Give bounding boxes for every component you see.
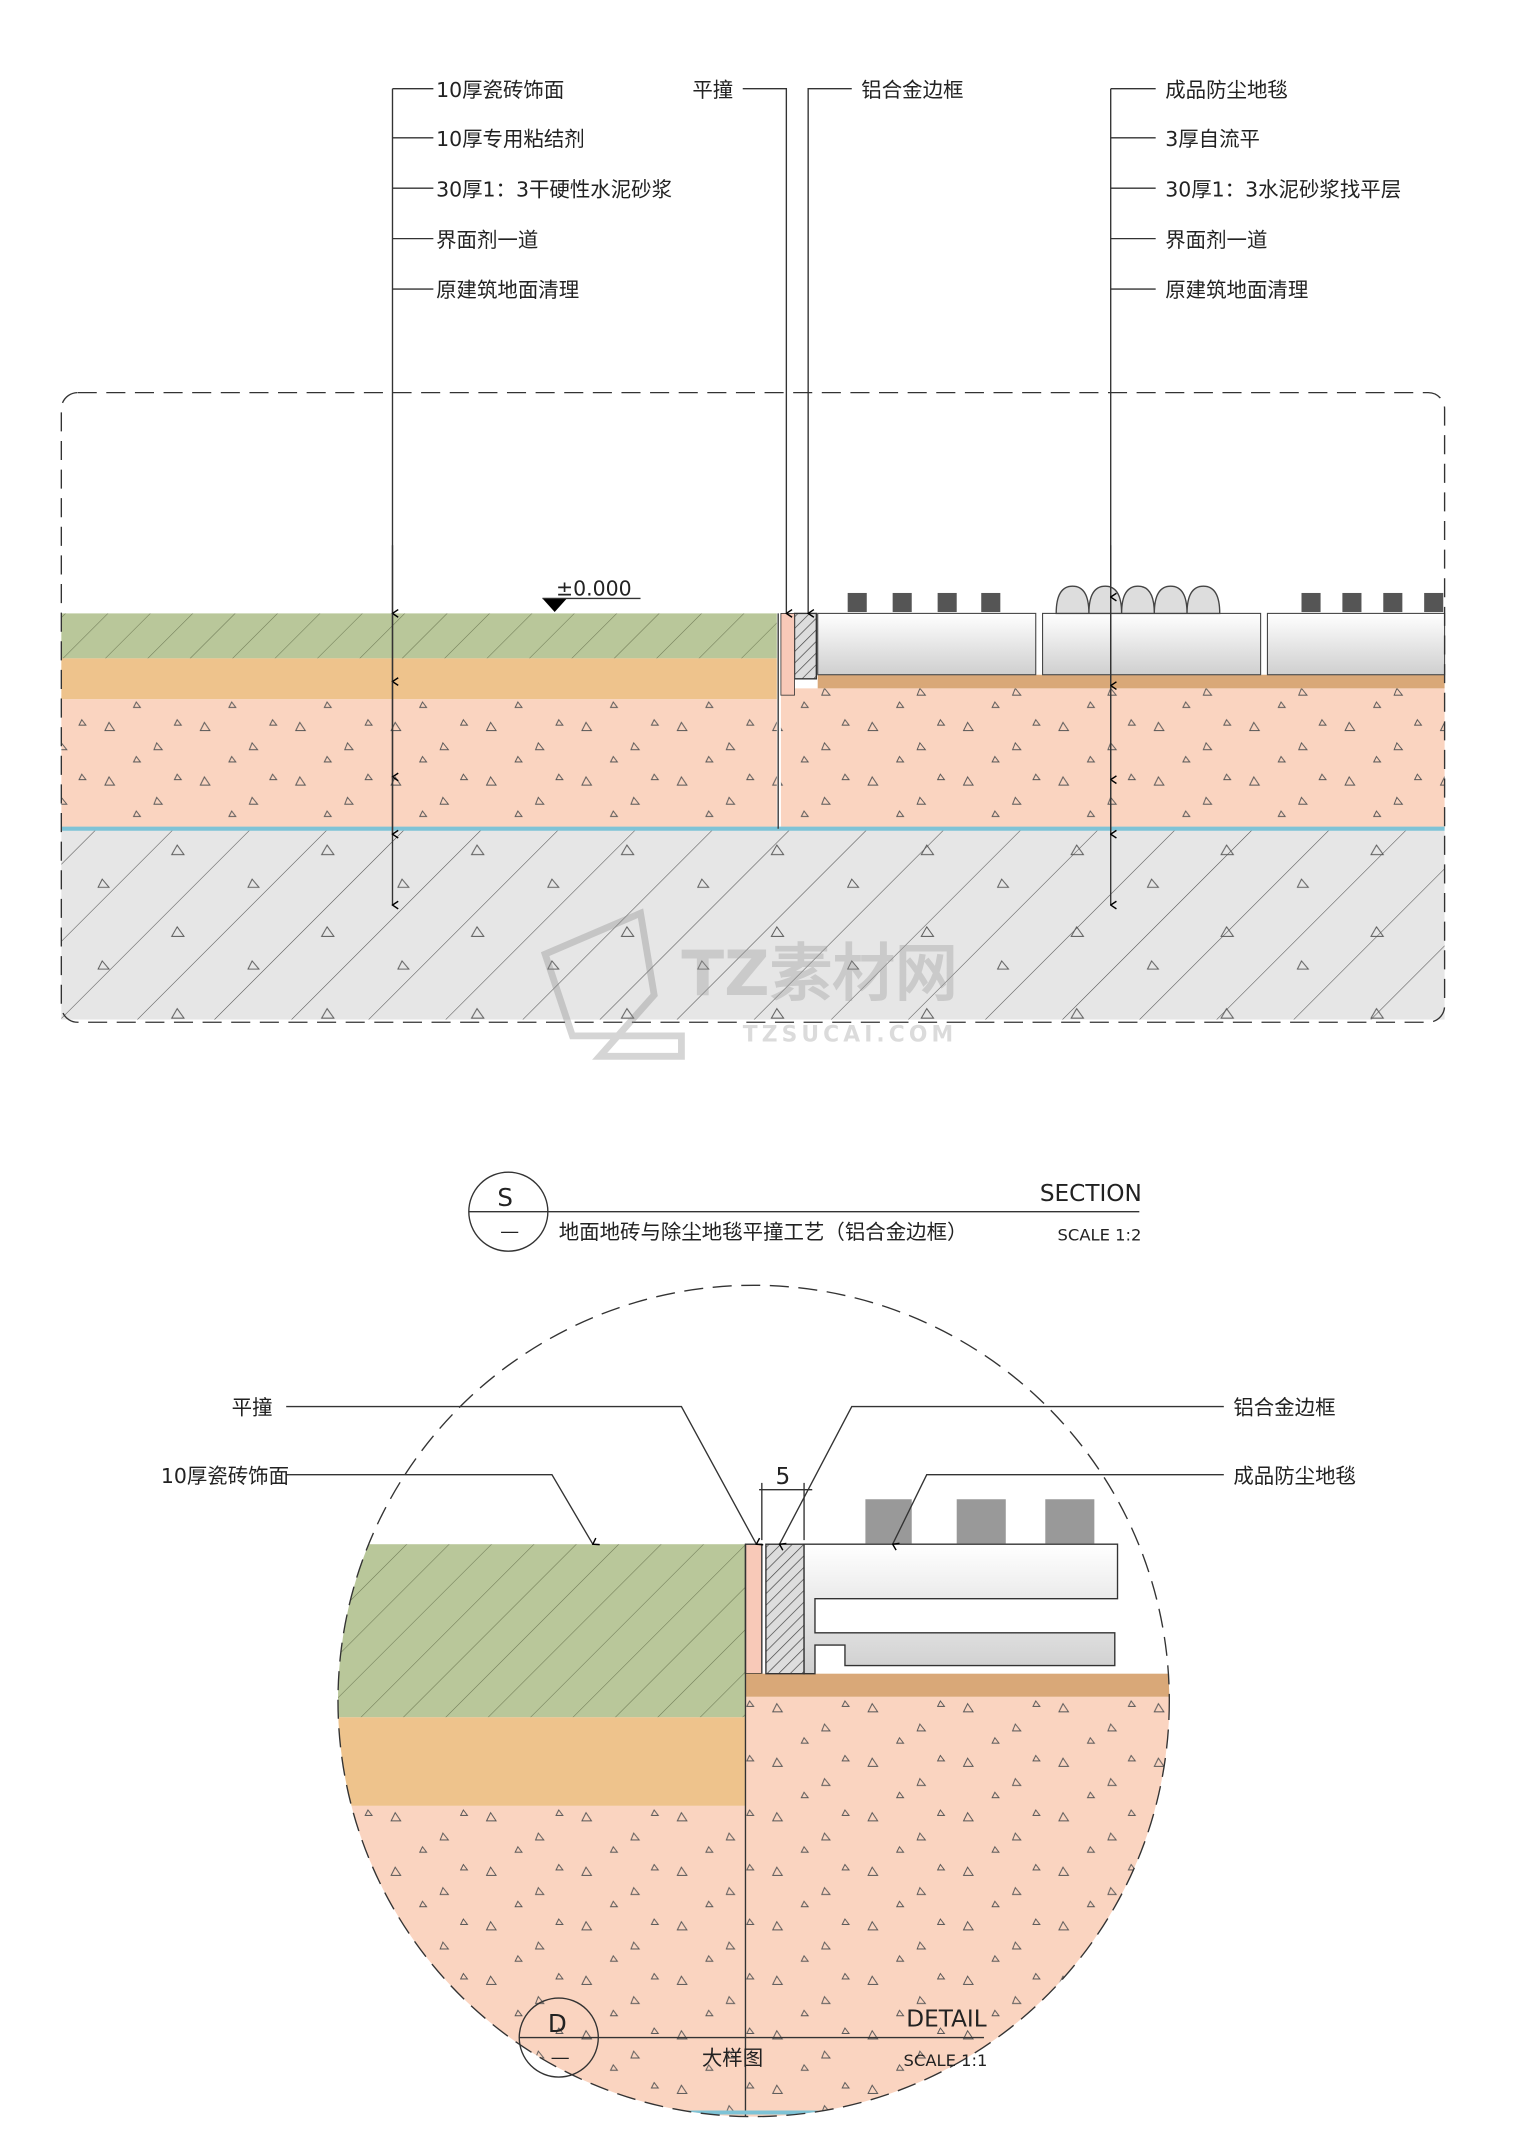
detail-label-flush: 平撞 <box>232 1396 273 1420</box>
svg-text:±0.000: ±0.000 <box>556 577 632 601</box>
detail-title: 大样图 <box>702 2046 763 2070</box>
section-leaders-left: 10厚瓷砖饰面 10厚专用粘结剂 30厚1：3干硬性水泥砂浆 界面剂一道 原建筑… <box>392 78 672 905</box>
label-adhesive: 10厚专用粘结剂 <box>436 127 585 151</box>
svg-text:D: D <box>548 2009 567 2038</box>
dust-mat-profile <box>817 612 1446 676</box>
label-tile: 10厚瓷砖饰面 <box>436 78 564 102</box>
section-title: 地面地砖与除尘地毯平撞工艺（铝合金边框） <box>559 1220 968 1244</box>
label-frame: 铝合金边框 <box>861 78 963 102</box>
svg-text:TZ素材网: TZ素材网 <box>681 937 957 1010</box>
aluminum-frame <box>793 612 818 680</box>
label-screed: 30厚1：3水泥砂浆找平层 <box>1165 177 1401 201</box>
flush-gap <box>780 612 795 696</box>
svg-text:—: — <box>500 1221 519 1243</box>
detail-boundary <box>337 1284 1170 2118</box>
label-self-level: 3厚自流平 <box>1165 127 1260 151</box>
svg-text:S: S <box>497 1183 513 1212</box>
svg-text:TZSUCAI.COM: TZSUCAI.COM <box>743 1022 958 1047</box>
detail-title-block: D — DETAIL 大样图 SCALE 1:1 <box>518 1997 988 2078</box>
detail-label-carpet: 成品防尘地毯 <box>1233 1464 1356 1488</box>
label-base-r: 原建筑地面清理 <box>1165 278 1308 302</box>
detail-label-tile: 10厚瓷砖饰面 <box>161 1464 289 1488</box>
section-boundary <box>60 391 1446 1023</box>
svg-text:—: — <box>551 2046 570 2068</box>
detail-drawing: 平撞 10厚瓷砖饰面 铝合金边框 成品防尘地毯 5 <box>161 1284 1356 2118</box>
section-leaders-right: 成品防尘地毯 3厚自流平 30厚1：3水泥砂浆找平层 界面剂一道 原建筑地面清理 <box>1111 78 1401 905</box>
section-kind: SECTION <box>1040 1181 1142 1207</box>
label-interface-r: 界面剂一道 <box>1165 228 1267 252</box>
section-leaders-middle: 平撞 铝合金边框 <box>692 78 963 614</box>
label-base: 原建筑地面清理 <box>436 278 579 302</box>
label-interface: 界面剂一道 <box>436 228 538 252</box>
detail-bristles <box>865 1499 1095 1545</box>
detail-label-frame: 铝合金边框 <box>1233 1396 1335 1420</box>
detail-scale: SCALE 1:1 <box>904 2051 988 2070</box>
self-leveling-layer <box>817 674 1445 689</box>
mortar-layer-left <box>61 699 777 829</box>
section-title-block: S — SECTION 地面地砖与除尘地毯平撞工艺（铝合金边框） SCALE 1… <box>468 1171 1142 1252</box>
label-flush: 平撞 <box>692 78 733 102</box>
dimension-5: 5 <box>775 1464 790 1490</box>
watermark: TZ素材网 TZSUCAI.COM <box>540 908 958 1060</box>
label-mortar: 30厚1：3干硬性水泥砂浆 <box>436 177 672 201</box>
detail-kind: DETAIL <box>906 2007 986 2033</box>
label-carpet: 成品防尘地毯 <box>1165 78 1288 102</box>
level-mark: ±0.000 <box>542 577 641 613</box>
mortar-layer-right <box>780 688 1445 829</box>
adhesive-layer <box>61 658 777 700</box>
section-drawing: ±0.000 <box>60 391 1446 1023</box>
section-scale: SCALE 1:2 <box>1058 1225 1142 1244</box>
tile-layer <box>61 613 777 659</box>
mat-bristles <box>847 585 1444 615</box>
